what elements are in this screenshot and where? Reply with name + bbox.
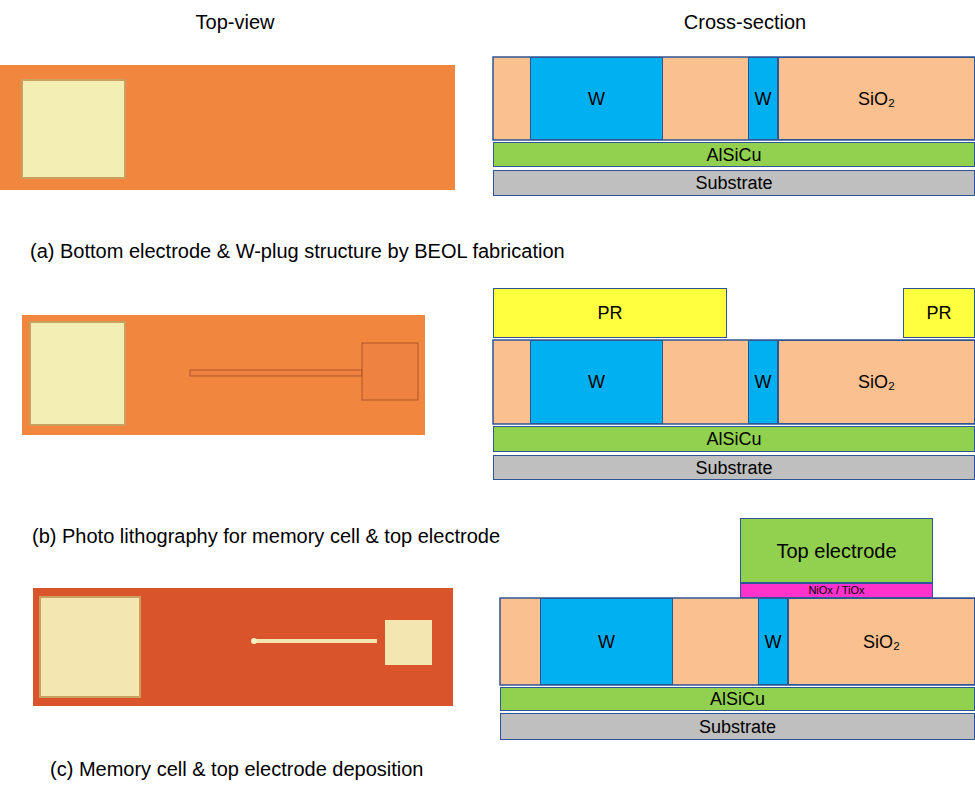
layer-label: Substrate [695,459,772,477]
top-electrode: Top electrode [740,518,933,583]
oxide-film: NiOx / TiOx [740,583,933,598]
tungsten-plug: W [748,57,778,140]
metal-layer: AlSiCu [493,426,975,452]
layer-label: W [765,633,782,651]
layer-label: W [588,373,605,391]
layer-label: SiO₂ [863,633,900,651]
tungsten-plug: W [530,340,663,424]
bond-pad [22,80,125,178]
tungsten-plug: W [748,340,778,424]
layer-label: PR [597,304,622,322]
metal-layer: AlSiCu [493,142,975,167]
metal-layer: AlSiCu [500,687,975,711]
layer-label: W [588,90,605,108]
layer-label: AlSiCu [706,430,761,448]
step-caption: (a) Bottom electrode & W-plug structure … [30,239,565,263]
oxide-layer [500,598,975,685]
resist-line [190,370,362,376]
layer-label: W [755,90,772,108]
layer-label: AlSiCu [710,690,765,708]
tungsten-plug: W [540,598,673,685]
oxide-region: SiO₂ [778,57,975,140]
electrode-pad [385,620,432,665]
wafer-photo [22,315,425,435]
substrate-layer: Substrate [500,713,975,740]
cell-dot [251,638,257,644]
oxide-region: SiO₂ [788,598,975,685]
column-heading: Cross-section [684,10,806,34]
layer-label: W [598,633,615,651]
wafer-photo [0,65,455,190]
oxide-layer [493,57,975,140]
oxide-layer [493,340,975,424]
step-caption: (c) Memory cell & top electrode depositi… [50,757,424,781]
photoresist: PR [903,288,975,338]
substrate-layer: Substrate [493,170,975,196]
column-heading: Top-view [196,10,275,34]
oxide-region: SiO₂ [778,340,975,424]
layer-label: NiOx / TiOx [808,585,864,596]
tungsten-plug: W [530,57,663,140]
layer-label: AlSiCu [706,146,761,164]
layer-label: Substrate [699,718,776,736]
layer-label: SiO₂ [858,90,895,108]
bond-pad [40,597,140,697]
layer-label: W [755,373,772,391]
substrate-layer: Substrate [493,455,975,480]
wafer-photo [33,588,453,706]
step-caption: (b) Photo lithography for memory cell & … [32,524,500,548]
photoresist: PR [493,288,727,338]
tungsten-plug: W [758,598,788,685]
resist-pad [362,343,418,400]
layer-label: Top electrode [776,541,896,561]
electrode-line [253,639,377,643]
bond-pad [30,322,125,425]
layer-label: PR [926,304,951,322]
layer-label: SiO₂ [858,373,895,391]
layer-label: Substrate [695,174,772,192]
